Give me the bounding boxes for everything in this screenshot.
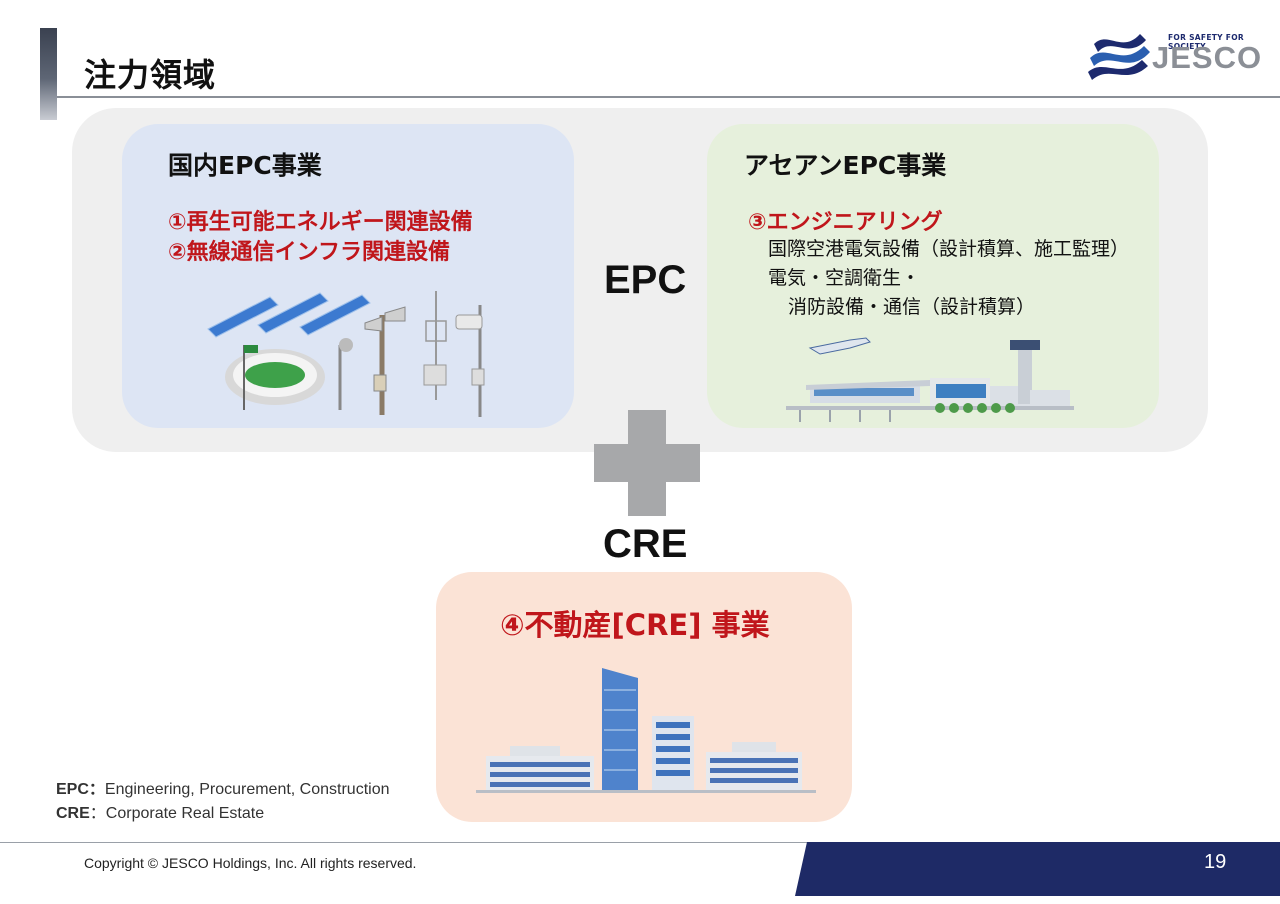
footnote-epc-abbr: EPC： [56,781,105,798]
logo-tagline: FOR SAFETY FOR SOCIETY [1168,33,1244,51]
footnote-epc: EPC：Engineering, Procurement, Constructi… [56,775,390,799]
renewable-and-telecom-illustration [207,291,485,417]
footer-divider [0,842,1280,843]
domestic-item-1: ①再生可能エネルギー関連設備 [168,210,473,235]
asean-line-2: 電気・空調衛生・ [768,267,921,289]
real-estate-heading: ④不動産[CRE] 事業 [500,608,770,642]
page-number: 19 [1204,851,1227,873]
asean-epc-panel [707,124,1159,428]
plus-icon [594,410,700,516]
domestic-epc-heading: 国内EPC事業 [168,151,322,180]
buildings-illustration [476,668,816,793]
domestic-epc-panel [122,124,574,428]
asean-epc-heading: アセアンEPC事業 [744,151,947,180]
asean-line-1: 国際空港電気設備（設計積算、施工監理） [768,238,1130,260]
footer-band [795,842,1280,896]
title-accent-bar [40,28,57,120]
footnote-epc-full: Engineering, Procurement, Construction [104,781,390,798]
footnote-cre-full: ：Corporate Real Estate [89,805,265,822]
copyright-text: Copyright © JESCO Holdings, Inc. All rig… [84,855,417,871]
footnote-cre-abbr: CRE [56,805,90,822]
asean-engineering-label: ③エンジニアリング [748,210,943,235]
footnote-cre: CRE：Corporate Real Estate [56,799,264,823]
cre-label: CRE [603,522,688,566]
title-divider [57,96,1280,98]
jesco-logo-icon [1088,34,1150,80]
domestic-item-2: ②無線通信インフラ関連設備 [168,240,450,265]
asean-line-3: 消防設備・通信（設計積算） [788,296,1036,318]
airport-illustration [786,337,1074,422]
page-title: 注力領域 [84,56,217,94]
logo-wordmark: JESCO [1152,40,1263,75]
epc-label: EPC [604,258,687,302]
